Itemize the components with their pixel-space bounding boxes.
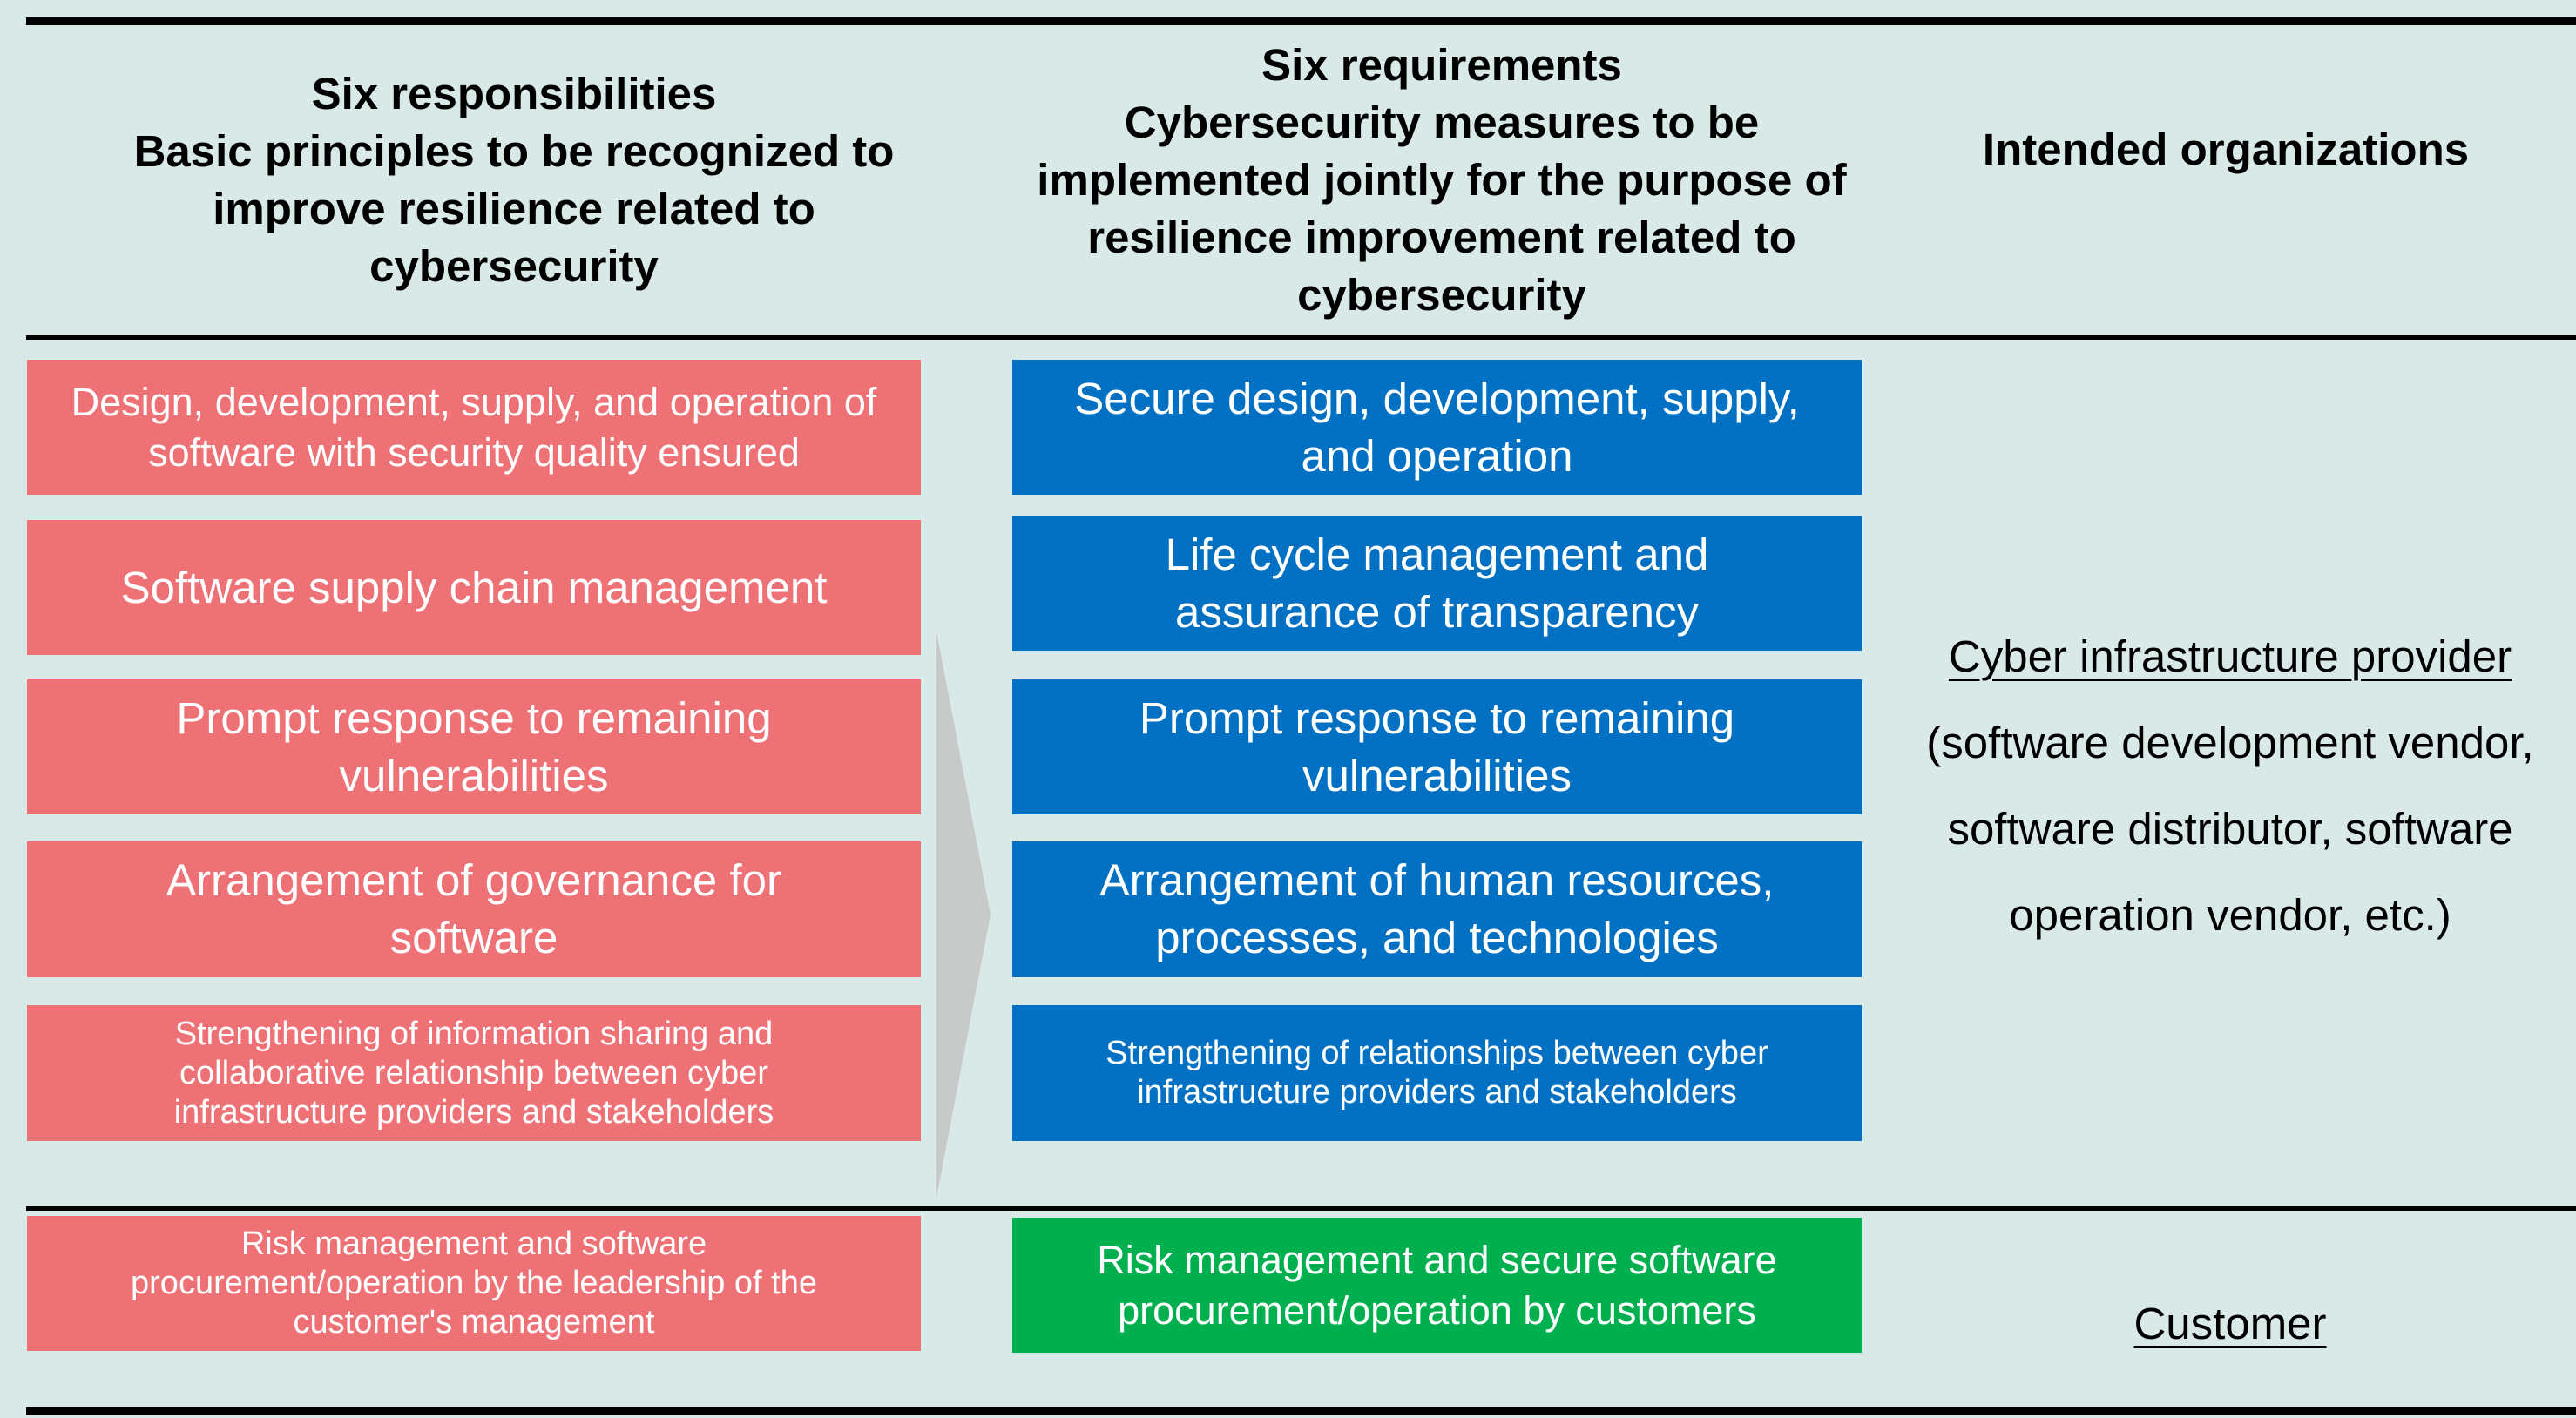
requirement-text: Life cycle management and assurance of t… xyxy=(1165,529,1709,637)
responsibilities-header: Six responsibilities Basic principles to… xyxy=(52,37,976,324)
requirement-box: Secure design, development, supply, and … xyxy=(1012,360,1862,495)
requirement-box: Life cycle management and assurance of t… xyxy=(1012,516,1862,651)
requirements-header: Six requirements Cybersecurity measures … xyxy=(1011,37,1873,324)
organizations-title: Intended organizations xyxy=(1982,125,2470,174)
responsibility-text: Arrangement of governance for software xyxy=(166,855,781,962)
requirements-subtitle: Cybersecurity measures to be implemented… xyxy=(1037,98,1847,320)
top-rule xyxy=(26,17,2576,25)
requirement-box: Strengthening of relationships between c… xyxy=(1012,1005,1862,1141)
customer-label: Customer xyxy=(2133,1299,2327,1348)
responsibility-box: Strengthening of information sharing and… xyxy=(27,1005,921,1141)
responsibility-box: Arrangement of governance for software xyxy=(27,841,921,977)
provider-examples: (software development vendor, software d… xyxy=(1926,718,2534,940)
responsibility-box: Prompt response to remaining vulnerabili… xyxy=(27,679,921,814)
provider-label: Cyber infrastructure provider xyxy=(1948,631,2512,681)
requirement-text: Risk management and secure software proc… xyxy=(1097,1237,1777,1333)
customer-divider xyxy=(26,1206,2576,1211)
provider-organization: Cyber infrastructure provider (software … xyxy=(1890,613,2570,958)
header-divider xyxy=(26,335,2576,340)
responsibility-box-customer: Risk management and software procurement… xyxy=(27,1216,921,1351)
requirements-title: Six requirements xyxy=(1261,40,1622,90)
responsibility-text: Software supply chain management xyxy=(120,562,828,612)
requirement-text: Strengthening of relationships between c… xyxy=(1105,1035,1768,1111)
responsibility-box: Software supply chain management xyxy=(27,520,921,655)
right-arrow-icon xyxy=(936,631,991,1198)
requirement-box: Arrangement of human resources, processe… xyxy=(1012,841,1862,977)
responsibility-text: Risk management and software procurement… xyxy=(131,1226,817,1340)
requirement-box-customer: Risk management and secure software proc… xyxy=(1012,1218,1862,1353)
customer-organization: Customer xyxy=(1890,1280,2570,1367)
requirement-text: Secure design, development, supply, and … xyxy=(1074,373,1800,481)
responsibility-text: Prompt response to remaining vulnerabili… xyxy=(176,692,772,800)
responsibility-text: Strengthening of information sharing and… xyxy=(173,1015,774,1131)
organizations-header: Intended organizations xyxy=(1899,37,2552,263)
responsibility-box: Design, development, supply, and operati… xyxy=(27,360,921,495)
requirement-text: Prompt response to remaining vulnerabili… xyxy=(1139,692,1735,800)
bottom-rule xyxy=(26,1407,2576,1415)
requirement-text: Arrangement of human resources, processe… xyxy=(1099,855,1775,962)
responsibilities-title: Six responsibilities xyxy=(311,69,717,118)
responsibilities-subtitle: Basic principles to be recognized to imp… xyxy=(133,126,895,291)
responsibility-text: Design, development, supply, and operati… xyxy=(71,379,877,475)
requirement-box: Prompt response to remaining vulnerabili… xyxy=(1012,679,1862,814)
